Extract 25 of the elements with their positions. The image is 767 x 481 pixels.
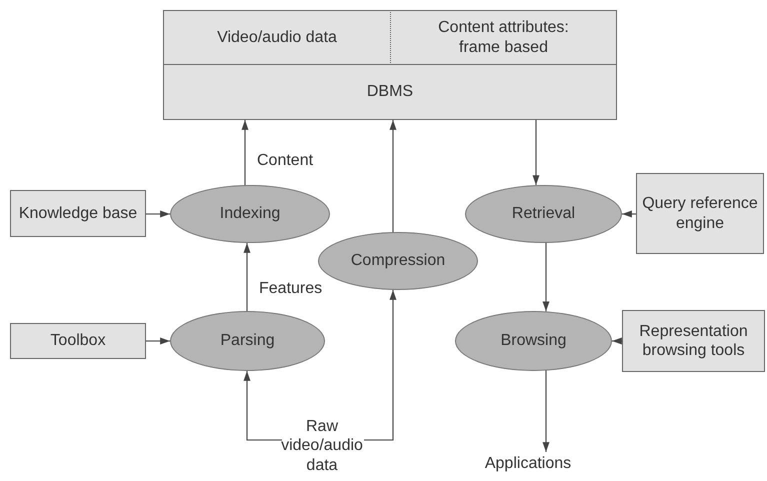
arrow — [612, 338, 622, 344]
process-box: DBMS — [163, 65, 617, 120]
process-box: Content attributes: frame based — [391, 10, 617, 65]
process-box: Toolbox — [10, 323, 146, 359]
process-ellipse: Parsing — [170, 311, 325, 371]
process-ellipse: Retrieval — [465, 185, 622, 243]
arrow — [242, 120, 248, 186]
text-label: Applications — [484, 454, 572, 474]
process-box: Representation browsing tools — [622, 310, 765, 372]
process-box: Video/audio data — [163, 10, 391, 65]
arrow — [390, 120, 396, 234]
process-ellipse: Browsing — [455, 311, 612, 371]
arrow — [244, 371, 282, 441]
arrow — [244, 242, 250, 312]
arrow — [622, 210, 636, 218]
process-ellipse: Indexing — [170, 185, 330, 243]
arrow — [364, 290, 396, 441]
arrow — [532, 119, 540, 186]
arrow — [146, 338, 170, 344]
process-box: Query reference engine — [636, 173, 764, 254]
text-label: Raw video/audio data — [280, 417, 364, 475]
process-box: Knowledge base — [10, 190, 146, 237]
arrow — [542, 242, 550, 312]
arrow — [542, 370, 550, 452]
arrow — [146, 210, 170, 218]
